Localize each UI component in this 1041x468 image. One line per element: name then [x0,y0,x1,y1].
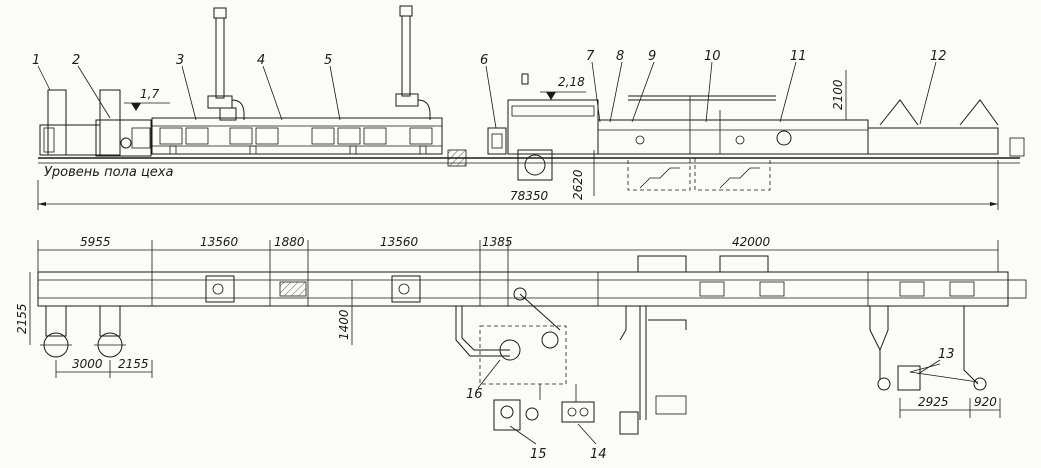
callout-3: 3 [176,53,184,68]
elevation-view: 1 2 3 4 5 6 7 8 9 10 11 12 1,7 2,18 Уров… [32,5,1025,210]
plan-units-14-16 [455,306,595,431]
unit-1-loader [39,89,101,156]
dim-height-right: 2100 [831,79,845,110]
callout-14: 14 [590,447,607,462]
dim-bottom-3000: 3000 [72,357,103,371]
callout-12: 12 [930,49,947,64]
quench-section [507,95,869,191]
elevation-marker-middle [540,91,586,100]
chimney-right [395,5,431,120]
dim-bottom-2925: 2925 [918,395,949,409]
unit-12-unloader [867,99,1025,157]
dim-seg-3: 1880 [274,235,305,249]
dim-offset-1400: 1400 [337,309,351,340]
dim-bottom-2155: 2155 [118,357,149,371]
callout-13: 13 [938,347,955,362]
dim-total-length: 78350 [510,189,549,203]
chimney-left [207,7,245,121]
dim-pit-depth: 2620 [571,169,585,200]
callout-1: 1 [32,53,40,68]
plan-loader-feet [40,305,126,358]
plan-conveyor [37,255,1027,331]
dim-seg-1: 5955 [80,235,111,249]
plan-units-13 [869,306,987,391]
callout-5: 5 [324,53,332,68]
callout-8: 8 [616,49,624,64]
callout-15: 15 [530,447,547,462]
callout-11: 11 [790,49,807,64]
callout-10: 10 [704,49,721,64]
callout-16: 16 [466,387,483,402]
dim-seg-5: 1385 [482,235,513,249]
elevation-marker-left [124,102,170,111]
dim-seg-4: 13560 [380,235,419,249]
callout-9: 9 [648,49,656,64]
callout-leaders-top [37,61,937,129]
callout-4: 4 [257,53,265,68]
floor-level-label: Уровень пола цеха [44,165,173,180]
furnace-body [151,117,443,155]
elevation-left-label: 1,7 [140,87,159,101]
unit-6-transfer [447,73,553,181]
plan-piping [619,306,687,435]
dim-seg-6: 42000 [732,235,771,249]
callout-7: 7 [586,49,595,64]
plan-view: 5955 13560 1880 13560 1385 42000 [15,235,1027,462]
callout-2: 2 [72,53,80,68]
dim-bottom-920: 920 [974,395,997,409]
callout-6: 6 [480,53,488,68]
dim-seg-2: 13560 [200,235,239,249]
dim-width-left: 2155 [15,303,29,334]
unit-2-charger [95,89,152,157]
elevation-middle-label: 2,18 [558,75,585,89]
